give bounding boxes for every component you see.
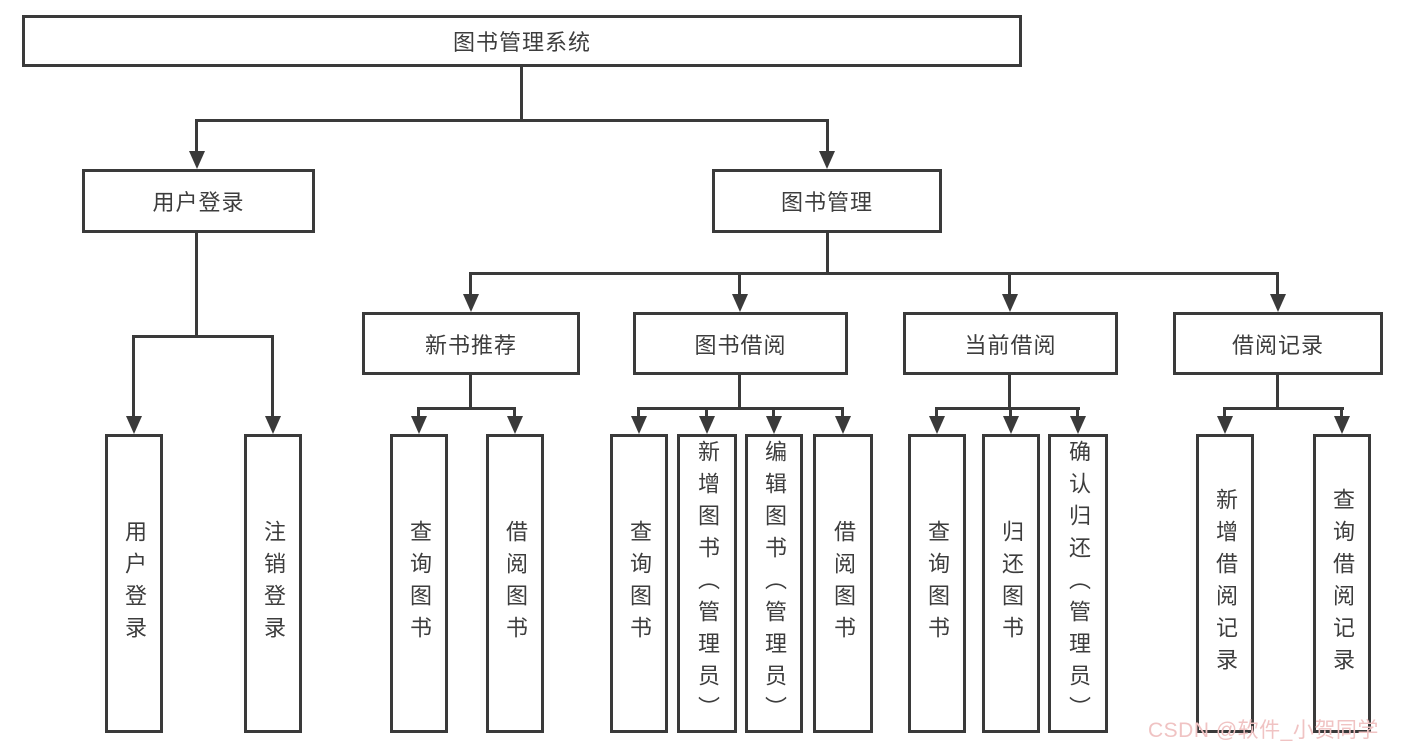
connector-line	[1009, 407, 1012, 416]
leaf-label: 查询借阅记录	[1330, 487, 1355, 680]
connector-line	[469, 272, 472, 294]
leaf-label: 新增借阅记录	[1213, 487, 1238, 680]
connector-line	[1223, 407, 1344, 410]
connector-line	[738, 272, 741, 294]
node-new-book-recommend: 新书推荐	[362, 312, 580, 375]
arrow-down-icon	[126, 416, 142, 434]
leaf-label: 查询图书	[627, 519, 652, 648]
connector-line	[417, 407, 516, 410]
connector-line	[826, 119, 829, 151]
leaf-return-books: 归还图书	[982, 434, 1040, 733]
leaf-add-borrow-record: 新增借阅记录	[1196, 434, 1254, 733]
connector-line	[1223, 407, 1226, 416]
node-current-borrowing: 当前借阅	[903, 312, 1118, 375]
connector-line	[513, 407, 516, 416]
leaf-label: 编辑图书（管理员）	[762, 439, 787, 728]
arrow-down-icon	[1002, 294, 1018, 312]
arrow-down-icon	[1003, 416, 1019, 434]
connector-line	[826, 233, 829, 272]
node-book-borrowing: 图书借阅	[633, 312, 848, 375]
connector-line	[841, 407, 844, 416]
leaf-label: 注销登录	[261, 519, 286, 648]
arrow-down-icon	[1334, 416, 1350, 434]
connector-line	[469, 375, 472, 407]
arrow-down-icon	[463, 294, 479, 312]
connector-line	[1340, 407, 1343, 416]
node-root-label: 图书管理系统	[452, 30, 591, 55]
arrow-down-icon	[766, 416, 782, 434]
connector-line	[637, 407, 844, 410]
connector-line	[1008, 375, 1011, 407]
node-label: 当前借阅	[964, 332, 1057, 358]
leaf-query-borrow-record: 查询借阅记录	[1313, 434, 1371, 733]
connector-line	[1276, 272, 1279, 294]
leaf-query-books-3: 查询图书	[908, 434, 966, 733]
connector-line	[417, 407, 420, 416]
node-label: 用户登录	[152, 190, 245, 215]
arrow-down-icon	[631, 416, 647, 434]
connector-line	[195, 233, 198, 335]
leaf-label: 借阅图书	[831, 519, 856, 648]
connector-line	[271, 335, 274, 416]
connector-line	[1276, 375, 1279, 407]
leaf-query-books-1: 查询图书	[390, 434, 448, 733]
arrow-down-icon	[699, 416, 715, 434]
leaf-label: 借阅图书	[503, 519, 528, 648]
connector-line	[738, 375, 741, 407]
connector-line	[935, 407, 1080, 410]
leaf-logout: 注销登录	[244, 434, 302, 733]
connector-line	[195, 119, 829, 122]
leaf-label: 新增图书（管理员）	[695, 439, 720, 728]
arrow-down-icon	[835, 416, 851, 434]
node-label: 图书借阅	[694, 332, 787, 358]
leaf-label: 查询图书	[925, 519, 950, 648]
connector-line	[132, 335, 274, 338]
leaf-user-login: 用户登录	[105, 434, 163, 733]
connector-line	[520, 67, 523, 119]
arrow-down-icon	[1270, 294, 1286, 312]
connector-line	[935, 407, 938, 416]
arrow-down-icon	[819, 151, 835, 169]
arrow-down-icon	[189, 151, 205, 169]
leaf-borrow-books-2: 借阅图书	[813, 434, 873, 733]
arrow-down-icon	[411, 416, 427, 434]
connector-line	[1076, 407, 1079, 416]
connector-line	[132, 335, 135, 416]
leaf-borrow-books-1: 借阅图书	[486, 434, 544, 733]
arrow-down-icon	[1070, 416, 1086, 434]
leaf-label: 确认归还（管理员）	[1066, 439, 1091, 728]
node-label: 借阅记录	[1231, 332, 1324, 358]
leaf-label: 查询图书	[407, 519, 432, 648]
node-label: 图书管理	[780, 190, 873, 215]
connector-line	[1008, 272, 1011, 294]
node-label: 新书推荐	[424, 332, 517, 358]
leaf-label: 用户登录	[122, 519, 147, 648]
connector-line	[705, 407, 708, 416]
leaf-label: 归还图书	[999, 519, 1024, 648]
leaf-add-books-admin: 新增图书（管理员）	[677, 434, 737, 733]
arrow-down-icon	[1217, 416, 1233, 434]
arrow-down-icon	[507, 416, 523, 434]
node-book-management: 图书管理	[712, 169, 942, 233]
leaf-edit-books-admin: 编辑图书（管理员）	[745, 434, 803, 733]
arrow-down-icon	[929, 416, 945, 434]
watermark: CSDN @软件_小贺同学	[1148, 719, 1379, 742]
connector-line	[469, 272, 1279, 275]
connector-line	[772, 407, 775, 416]
connector-line	[195, 119, 198, 151]
node-borrowing-records: 借阅记录	[1173, 312, 1383, 375]
leaf-query-books-2: 查询图书	[610, 434, 668, 733]
connector-line	[637, 407, 640, 416]
node-root: 图书管理系统	[22, 15, 1022, 67]
arrow-down-icon	[732, 294, 748, 312]
arrow-down-icon	[265, 416, 281, 434]
leaf-confirm-return-admin: 确认归还（管理员）	[1048, 434, 1108, 733]
node-user-login: 用户登录	[82, 169, 315, 233]
